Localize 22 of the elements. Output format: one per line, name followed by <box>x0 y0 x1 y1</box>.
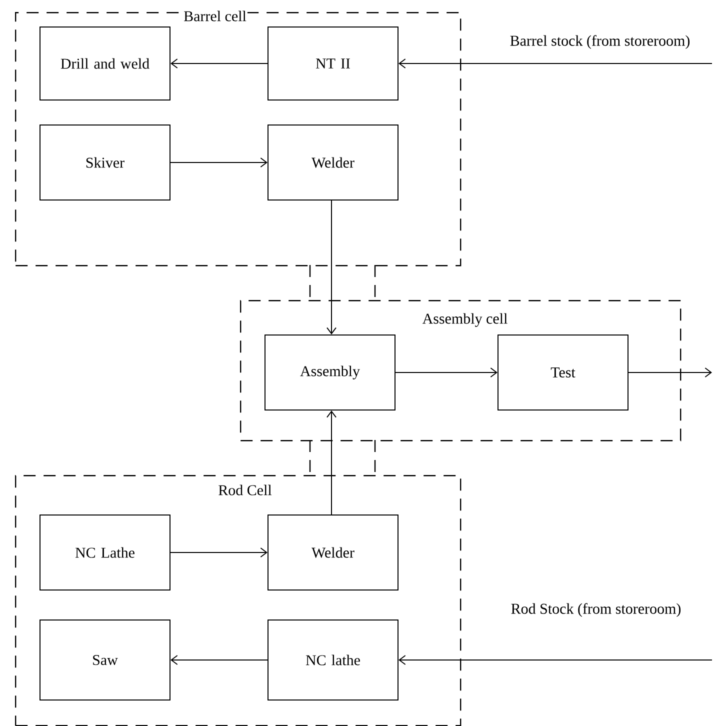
edge-label: Barrel stock (from storeroom) <box>508 34 692 50</box>
arrow <box>326 410 336 515</box>
arrow <box>398 655 712 665</box>
arrow <box>170 548 268 558</box>
process-box: Drill and weld <box>40 26 170 100</box>
process-box: Test <box>498 334 628 410</box>
process-box: Welder <box>268 124 398 200</box>
edge-label: Rod Stock (from storeroom) <box>510 602 682 618</box>
arrow <box>170 58 268 68</box>
arrow <box>395 368 498 378</box>
arrow <box>628 368 712 378</box>
arrow <box>326 200 336 334</box>
process-box: NT II <box>268 26 398 100</box>
process-box: Welder <box>268 514 398 590</box>
process-box: Saw <box>40 620 170 700</box>
process-box: NC Lathe <box>40 514 170 590</box>
process-box: NC lathe <box>268 620 398 700</box>
arrow <box>398 58 712 68</box>
arrow <box>170 158 268 168</box>
process-box: Skiver <box>40 124 170 200</box>
process-box: Assembly <box>264 334 396 410</box>
arrow <box>170 655 268 665</box>
